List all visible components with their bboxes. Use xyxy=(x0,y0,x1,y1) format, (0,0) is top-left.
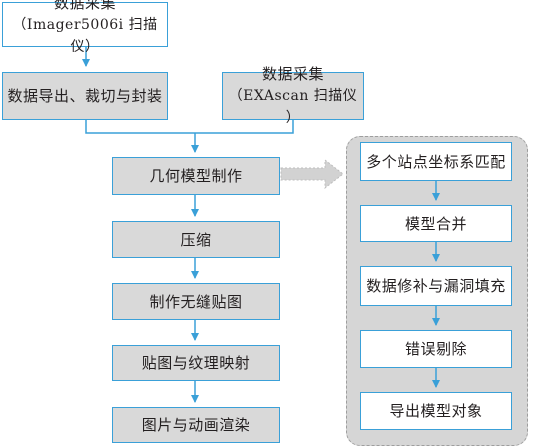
node-collect-exascan-line1: 数据采集 xyxy=(261,65,324,83)
node-seamless-texture-label: 制作无缝贴图 xyxy=(149,292,243,311)
detail-step-3-label: 数据修补与漏洞填充 xyxy=(366,277,506,295)
node-texture-mapping-label: 贴图与纹理映射 xyxy=(141,354,251,372)
detail-step-5: 导出模型对象 xyxy=(360,392,512,430)
detail-step-2-label: 模型合并 xyxy=(404,214,467,233)
detail-step-2: 模型合并 xyxy=(360,205,512,242)
detail-step-1: 多个站点坐标系匹配 xyxy=(360,142,512,181)
node-export-crop: 数据导出、裁切与封装 xyxy=(2,72,168,120)
node-geometry-model-label: 几何模型制作 xyxy=(149,167,243,185)
detail-step-4: 错误剔除 xyxy=(360,330,512,368)
detail-step-1-label: 多个站点坐标系匹配 xyxy=(366,152,506,171)
node-compress: 压缩 xyxy=(112,221,280,258)
node-collect-imager: 数据采集 （Imager5006i 扫描仪） xyxy=(2,0,168,55)
dotted-arrow-to-detail-panel xyxy=(280,158,344,190)
node-collect-exascan: 数据采集 （EXAscan 扫描仪 ） xyxy=(222,65,364,126)
detail-step-5-label: 导出模型对象 xyxy=(389,402,483,420)
detail-step-3: 数据修补与漏洞填充 xyxy=(360,266,512,306)
merge-connector xyxy=(85,120,294,134)
node-render: 图片与动画渲染 xyxy=(112,407,280,443)
node-collect-exascan-line2: （EXAscan 扫描仪 ） xyxy=(228,88,358,126)
node-render-label: 图片与动画渲染 xyxy=(141,416,251,434)
node-export-crop-label: 数据导出、裁切与封装 xyxy=(7,87,163,105)
node-geometry-model: 几何模型制作 xyxy=(112,157,280,195)
node-compress-label: 压缩 xyxy=(180,230,212,249)
node-collect-imager-line1: 数据采集 xyxy=(53,0,116,12)
node-texture-mapping: 贴图与纹理映射 xyxy=(112,345,280,381)
node-collect-imager-line2: （Imager5006i 扫描仪） xyxy=(12,16,158,55)
node-seamless-texture: 制作无缝贴图 xyxy=(112,283,280,320)
detail-step-4-label: 错误剔除 xyxy=(404,340,467,358)
